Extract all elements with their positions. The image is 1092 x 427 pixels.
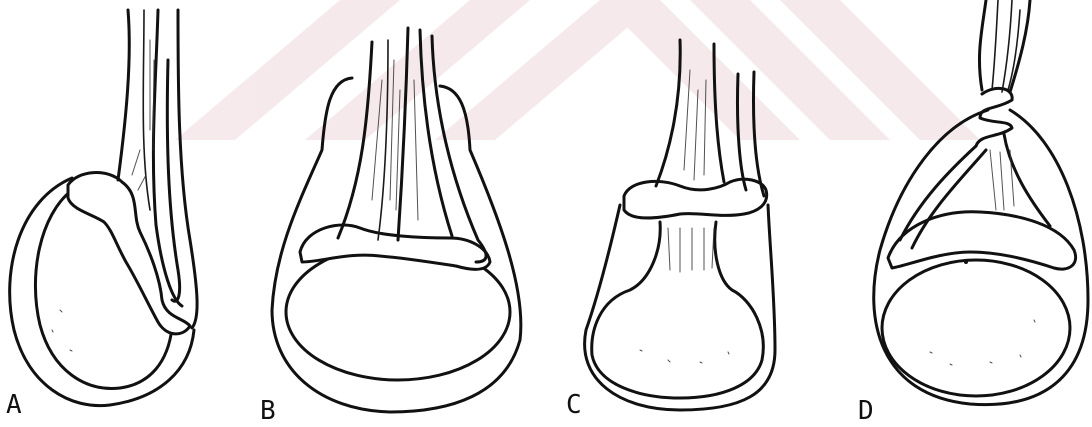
- panel-a-cord: [118, 10, 129, 180]
- panel-d-drawing: [874, 0, 1088, 405]
- panel-label-d: D: [858, 398, 874, 424]
- panel-label-a: A: [6, 392, 22, 418]
- panel-d-twisted-cord: [979, 0, 986, 90]
- panel-label-b: B: [260, 398, 276, 424]
- panel-b-epididymis: [300, 225, 490, 269]
- watermark: [175, 0, 980, 140]
- panel-d-testis: [882, 260, 1070, 396]
- panel-c-testis: [592, 222, 764, 398]
- panel-a-epididymis: [68, 173, 190, 334]
- panel-a-drawing: [10, 10, 197, 406]
- panel-label-c: C: [566, 392, 582, 418]
